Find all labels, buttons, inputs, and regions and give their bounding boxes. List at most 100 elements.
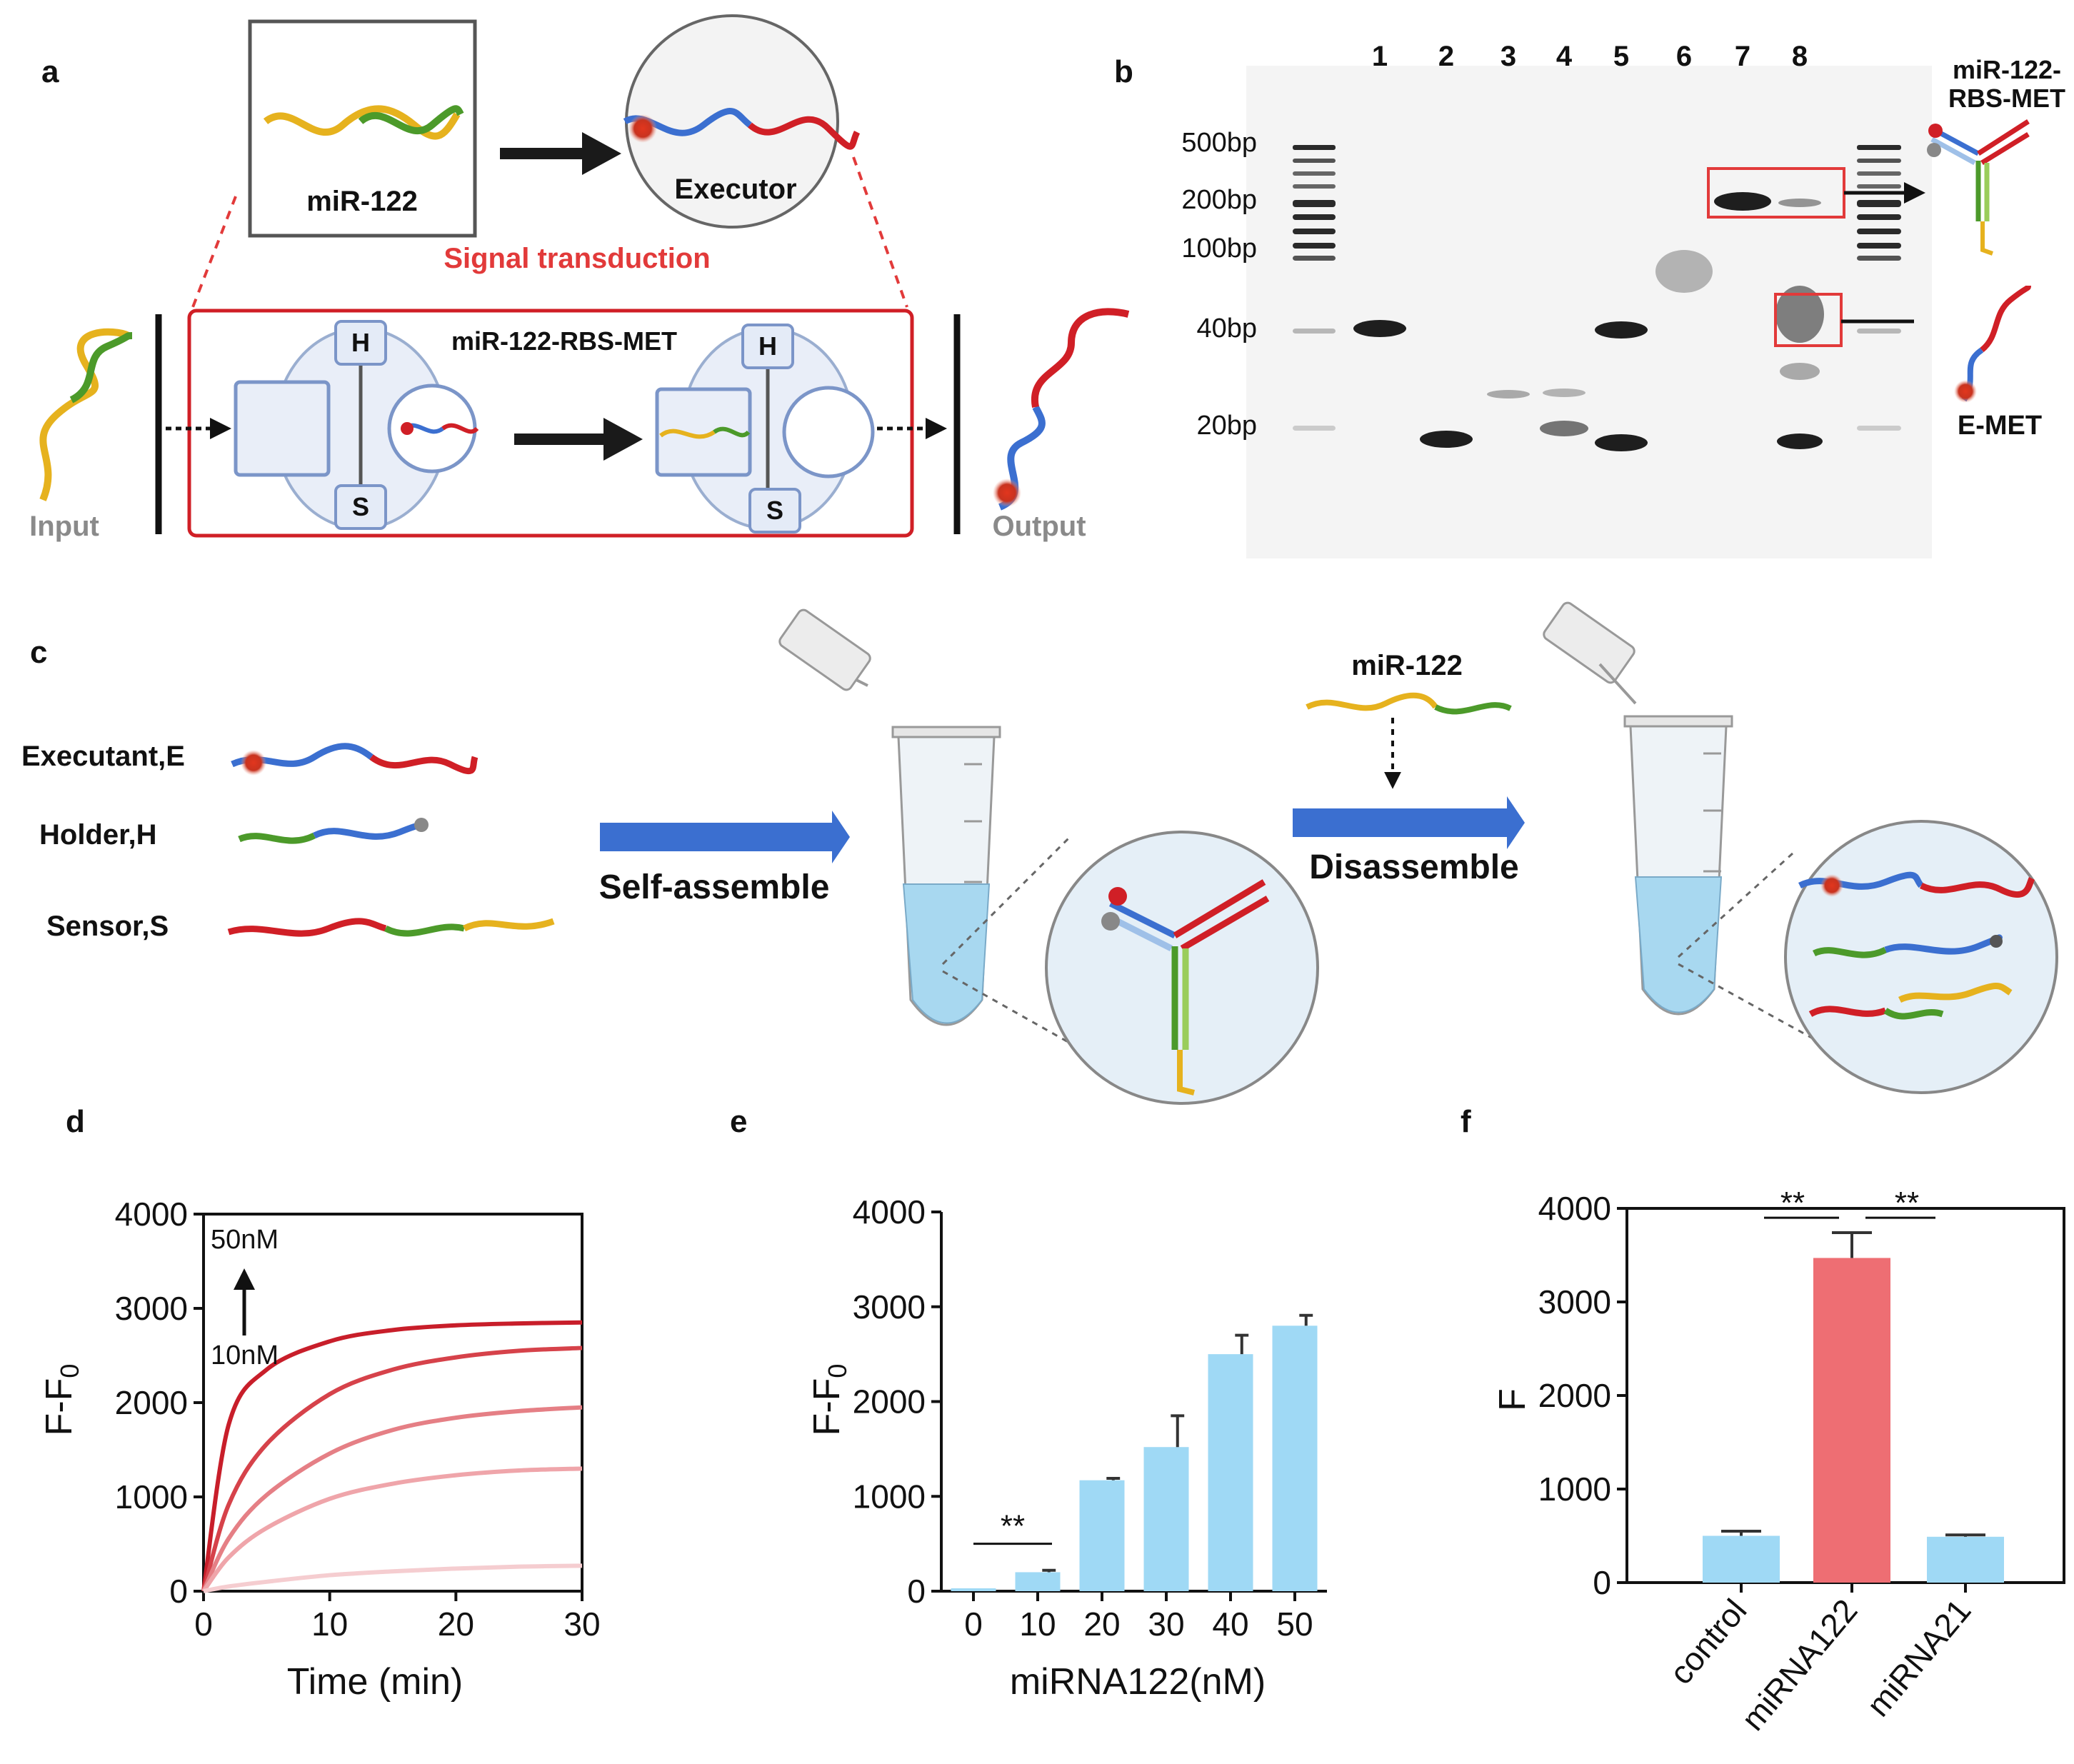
chart-e-bar-30	[1143, 1447, 1189, 1591]
chart-d-xtick-label: 20	[438, 1605, 474, 1643]
input-label: Input	[29, 511, 99, 542]
chart-d-series-line-5	[203, 1563, 583, 1593]
chart-f-bar-miRNA122	[1813, 1258, 1890, 1583]
chart-e-ytick-label: 2000	[853, 1383, 926, 1420]
chart-e-bar-20	[1079, 1480, 1125, 1591]
chart-f-xtick-label: control	[1662, 1592, 1754, 1691]
lane-1: 1	[1372, 41, 1388, 72]
chart-e-ylabel: F-F0	[806, 1364, 852, 1436]
chart-e-xtick-label: 50	[1276, 1605, 1313, 1643]
chart-d-ytick-label: 2000	[115, 1384, 188, 1421]
chart-d-xlabel: Time (min)	[287, 1661, 464, 1703]
lane-7: 7	[1735, 41, 1750, 72]
chart-d-xtick-label: 30	[563, 1605, 600, 1643]
panel-b: b 1 2 3 4 5 6 7 8 500bp 200bp 100bp 40bp…	[1114, 41, 2065, 558]
fluorophore-dot	[628, 114, 657, 143]
chart-e-ytick-label: 3000	[853, 1288, 926, 1325]
chart-f-ytick-label: 2000	[1538, 1377, 1611, 1414]
panel-letter-e: e	[730, 1104, 747, 1139]
chart-d-annotation-bottom: 10nM	[211, 1340, 279, 1370]
chart-e-ytick-label: 1000	[853, 1478, 926, 1515]
chart-d-xtick-label: 0	[194, 1605, 213, 1643]
panel-letter-b: b	[1114, 54, 1133, 89]
mir122-strand	[263, 105, 461, 140]
disassemble-arrow	[1293, 808, 1511, 837]
sensor-label-2: S	[766, 496, 783, 525]
complex-label-line2: RBS-MET	[1948, 84, 2065, 113]
panel-letter-f: f	[1461, 1104, 1471, 1139]
chart-e-significance-label: **	[1001, 1509, 1025, 1544]
disassemble-label: Disassemble	[1309, 848, 1519, 886]
strand-holder-label: Holder,H	[39, 819, 156, 851]
ladder-200bp: 200bp	[1181, 185, 1257, 215]
chart-f-ylabel: F	[1492, 1388, 1533, 1411]
chart-e-xtick-label: 10	[1019, 1605, 1056, 1643]
chart-f-bars: ** **	[1703, 1186, 2004, 1583]
holder-label-2: H	[758, 331, 777, 361]
sensor-label-1: S	[352, 492, 369, 521]
executor-label: Executor	[674, 174, 796, 205]
lane-4: 4	[1556, 41, 1573, 72]
chart-f-significance-label-2: **	[1895, 1186, 1919, 1221]
chart-f-bar-miRNA21	[1927, 1536, 2004, 1583]
tube-disassembled	[1543, 601, 1733, 1016]
chart-f-xtick-label: miRNA21	[1859, 1592, 1978, 1723]
ladder-100bp: 100bp	[1181, 234, 1257, 264]
chart-e-bar-10	[1015, 1572, 1061, 1591]
ladder-20bp: 20bp	[1196, 411, 1257, 441]
lane-3: 3	[1501, 41, 1516, 72]
gel-bands	[1353, 192, 1824, 451]
ladder-500bp: 500bp	[1181, 128, 1257, 158]
chart-d-ytick-label: 1000	[115, 1478, 188, 1515]
chart-f-specificity: 01000200030004000controlmiRNA122miRNA21 …	[1492, 1186, 2065, 1738]
chart-f-ytick-label: 0	[1593, 1564, 1611, 1601]
chart-f-ytick-label: 1000	[1538, 1470, 1611, 1508]
chart-e-bars: **	[951, 1313, 1318, 1591]
device-state-1: H S	[234, 320, 479, 530]
ladder-40bp: 40bp	[1196, 314, 1257, 344]
ladder-labels: 500bp 200bp 100bp 40bp 20bp	[1181, 128, 1257, 441]
mir122-box-label: miR-122	[306, 186, 418, 217]
ladder-lane-right	[1857, 145, 1901, 431]
chart-e-bar-40	[1208, 1354, 1253, 1591]
strand-executant	[231, 743, 479, 776]
panel-c: c Executant,E Holder,H Sensor,S Self-ass…	[21, 601, 2058, 1105]
device-label: miR-122-RBS-MET	[451, 326, 677, 356]
chart-d-ytick-label: 3000	[115, 1290, 188, 1327]
chart-d-time-course: 0 10 20 30 0 1000 2000 3000 4000 Time (min) F-F0…	[39, 1196, 601, 1703]
chart-d-frame	[202, 1213, 583, 1593]
chart-e-xtick-label: 20	[1083, 1605, 1120, 1643]
trigger-strand	[1306, 692, 1438, 711]
chart-d-series-line-3	[201, 1405, 583, 1593]
chart-d-ytick-label: 4000	[115, 1196, 188, 1233]
self-assemble-arrow	[600, 823, 836, 851]
chart-f-significance-label-1: **	[1780, 1186, 1805, 1221]
input-box	[248, 19, 477, 238]
chart-e-xtick-label: 30	[1148, 1605, 1184, 1643]
chart-d-xtick-label: 10	[311, 1605, 348, 1643]
chart-f-bar-control	[1703, 1535, 1780, 1583]
holder-label-1: H	[351, 328, 370, 357]
chart-e-bar-0	[951, 1588, 996, 1591]
chart-d-series	[201, 1320, 583, 1593]
strand-executant-label: Executant,E	[21, 741, 185, 772]
device-frame	[187, 309, 914, 538]
chart-d-ytick-label: 0	[169, 1573, 188, 1610]
chart-d-ylabel: F-F0	[39, 1364, 84, 1436]
panel-letter-a: a	[41, 54, 59, 89]
lane-8: 8	[1792, 41, 1808, 72]
panel-letter-d: d	[66, 1104, 85, 1139]
trigger-label: miR-122	[1351, 650, 1463, 681]
chart-e-bar-50	[1272, 1325, 1318, 1591]
strand-sensor	[227, 918, 555, 937]
emet-icon	[1954, 285, 2031, 403]
lane-6: 6	[1676, 41, 1692, 72]
signal-transduction-label: Signal transduction	[444, 243, 710, 274]
panel-letter-c: c	[30, 635, 47, 670]
chart-f-ytick-label: 3000	[1538, 1283, 1611, 1321]
zoom-disassembled	[1784, 820, 2058, 1094]
lane-5: 5	[1613, 41, 1629, 72]
chart-e-ytick-label: 4000	[853, 1193, 926, 1231]
